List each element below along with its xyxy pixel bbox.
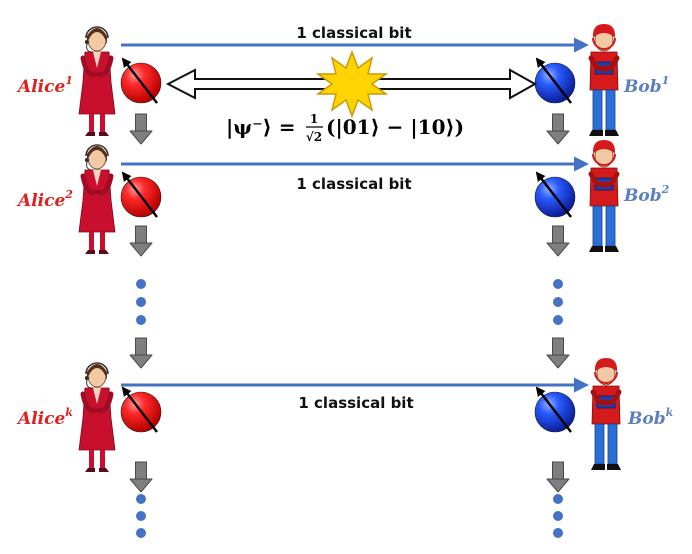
qubit-sphere-icon [120, 171, 162, 218]
channel-1-label: 1 classical bit [296, 24, 411, 42]
ellipsis-dot [553, 494, 563, 504]
round-k-labels: Alicek Bobk 1 classical bit [16, 394, 674, 429]
qubit-sphere-icon [120, 57, 162, 104]
down-arrow-icon [546, 113, 570, 145]
formula-lhs: |ψ⁻⟩ = [226, 115, 296, 139]
bob-figure-icon [591, 358, 621, 470]
formula-frac-den: √2 [306, 130, 322, 144]
flow-arrows-layer [129, 113, 570, 538]
bob-k-label: Bobk [627, 406, 674, 429]
alice-figure-icon [79, 27, 115, 136]
bob-figure-icon [589, 140, 619, 252]
round-2-labels: Alice2 Bob2 1 classical bit [16, 175, 670, 211]
ellipsis-dot [553, 315, 563, 325]
ellipsis-dot [553, 528, 563, 538]
round-1-labels: Alice1 Bob1 1 classical bit [16, 24, 669, 97]
ellipsis-dot [136, 297, 146, 307]
qubit-layer [120, 57, 576, 433]
qubit-sphere-icon [120, 386, 162, 433]
down-arrow-icon [129, 225, 153, 257]
alice-figure-icon [79, 363, 115, 472]
down-arrow-icon [129, 337, 153, 369]
entanglement-burst-icon [315, 49, 389, 119]
ellipsis-dot [553, 297, 563, 307]
alice-k-label: Alicek [16, 406, 73, 429]
ellipsis-dot [136, 279, 146, 289]
ellipsis-dot [136, 528, 146, 538]
down-arrow-icon [546, 461, 570, 493]
down-arrow-icon [546, 225, 570, 257]
classical-channel-layer [121, 37, 589, 393]
qubit-sphere-icon [534, 171, 576, 218]
ellipsis-dot [553, 279, 563, 289]
qubit-sphere-icon [534, 57, 576, 104]
bob-2-label: Bob2 [623, 183, 670, 206]
alice-1-label: Alice1 [16, 74, 73, 97]
down-arrow-icon [129, 113, 153, 145]
ellipsis-dot [553, 511, 563, 521]
formula-rhs: (|01⟩ − |10⟩) [326, 115, 464, 139]
ellipsis-dot [136, 494, 146, 504]
bell-state-formula: |ψ⁻⟩ = 1 √2 (|01⟩ − |10⟩) [226, 112, 464, 144]
alice-figure-icon [79, 145, 115, 254]
bob-figure-icon [589, 24, 619, 136]
qubit-sphere-icon [534, 386, 576, 433]
channel-k-label: 1 classical bit [298, 394, 413, 412]
formula-frac-num: 1 [310, 112, 318, 126]
down-arrow-icon [546, 337, 570, 369]
bob-1-label: Bob1 [623, 74, 669, 97]
entanglement-link [165, 49, 538, 119]
down-arrow-icon [129, 461, 153, 493]
channel-2-label: 1 classical bit [296, 175, 411, 193]
ellipsis-dot [136, 511, 146, 521]
ellipsis-dot [136, 315, 146, 325]
alice-2-label: Alice2 [16, 188, 73, 211]
